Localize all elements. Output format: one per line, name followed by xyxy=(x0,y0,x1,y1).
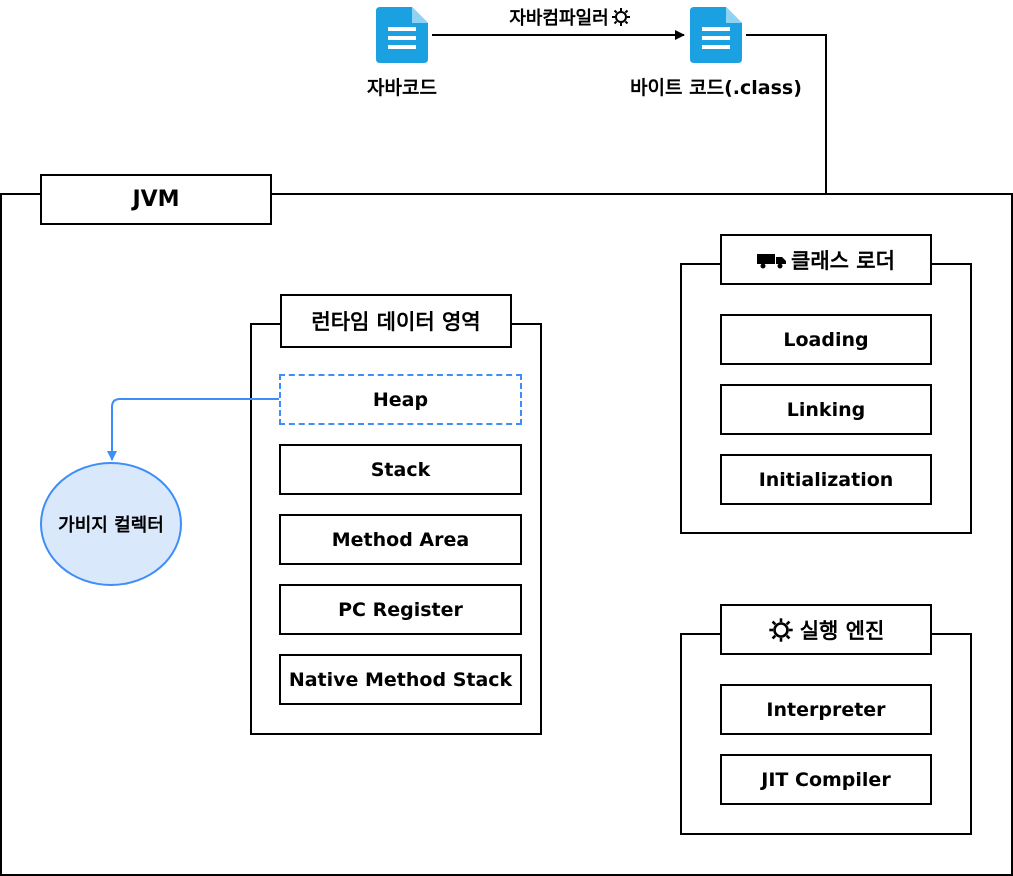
class-loader-title: 클래스 로더 xyxy=(791,248,895,273)
jvm-title: JVM xyxy=(40,174,272,225)
garbage-collector: 가비지 컬렉터 xyxy=(40,462,182,586)
runtime-data-area-title: 런타임 데이터 영역 xyxy=(280,294,512,348)
truck-icon xyxy=(757,253,787,268)
java-source-label: 자바코드 xyxy=(367,77,437,99)
method-area-block: Method Area xyxy=(279,514,522,565)
java-source-node xyxy=(372,5,432,65)
document-icon xyxy=(376,7,428,63)
load-arrow xyxy=(746,34,831,233)
pc-register-block: PC Register xyxy=(279,584,522,635)
stack-block: Stack xyxy=(279,444,522,495)
linking-block: Linking xyxy=(720,384,932,435)
document-icon xyxy=(690,7,742,63)
interpreter-block: Interpreter xyxy=(720,684,932,735)
bytecode-node xyxy=(686,5,746,65)
jit-compiler-block: JIT Compiler xyxy=(720,754,932,805)
execution-engine-title-box: 실행 엔진 xyxy=(720,604,932,655)
compiler-label-group: 자바컴파일러 xyxy=(470,4,670,30)
heap-block: Heap xyxy=(279,374,522,425)
class-loader-title-box: 클래스 로더 xyxy=(720,234,932,285)
loading-block: Loading xyxy=(720,314,932,365)
garbage-collector-label: 가비지 컬렉터 xyxy=(58,515,164,536)
execution-engine-title: 실행 엔진 xyxy=(799,618,885,643)
bytecode-label: 바이트 코드(.class) xyxy=(630,77,802,99)
compiler-label: 자바컴파일러 xyxy=(509,8,609,29)
initialization-block: Initialization xyxy=(720,454,932,505)
native-method-stack-block: Native Method Stack xyxy=(279,654,522,705)
gear-icon xyxy=(769,617,793,642)
gear-icon xyxy=(611,8,630,26)
